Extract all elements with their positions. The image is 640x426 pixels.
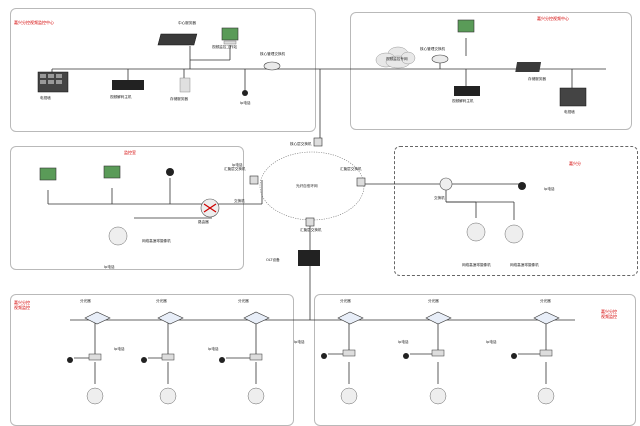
ip-phone-icon <box>242 90 248 96</box>
bottom-camera-4-icon <box>340 387 358 405</box>
bottom-phone-6-icon <box>511 353 517 359</box>
onu-phone-5-label: Ip电话 <box>486 340 497 344</box>
bottom-phone-4-icon <box>321 353 327 359</box>
camera-left-icon <box>108 226 128 246</box>
mgmt-switch-right-label: 核心管理交换机 <box>420 47 446 51</box>
branch-station-title: 嘉兴分 <box>569 161 581 166</box>
splitter-3-icon <box>243 311 270 325</box>
router-right-label: 交换机 <box>434 196 445 200</box>
splitter-5-label: 分光器 <box>428 299 439 303</box>
central-server-icon <box>157 33 198 46</box>
ring-right-label: 汇聚层交换机 <box>340 167 362 171</box>
bottom-phone-2-icon <box>141 357 147 363</box>
splitter-2-icon <box>157 311 184 325</box>
video-decode-host-icon <box>112 80 144 90</box>
splitter-5-icon <box>425 311 452 325</box>
branch-station-panel <box>394 146 638 276</box>
bottom-phone-1-icon <box>67 357 73 363</box>
ring-switch-bottom-icon <box>305 217 315 227</box>
core-switch-label: 核心管理交换机 <box>260 52 286 56</box>
cloud-icon <box>375 46 416 69</box>
ring-top-label: 核心层交换机 <box>290 142 312 146</box>
splitter-1-label: 分光器 <box>80 299 91 303</box>
olt-label: OLT设备 <box>266 258 280 262</box>
ring-switch-top-icon <box>313 137 323 147</box>
tv-wall-right-icon <box>559 87 587 107</box>
onu-6-icon <box>539 349 553 357</box>
onu-phone-3-label: Ip电话 <box>294 340 305 344</box>
bottom-camera-1-icon <box>86 387 104 405</box>
ip-phone-right-label: Ip电话 <box>544 187 555 191</box>
splitter-1-icon <box>84 311 111 325</box>
ip-phone-mid-icon <box>166 168 174 176</box>
central-monitoring-panel <box>10 8 316 132</box>
onu-5-icon <box>431 349 445 357</box>
olt-device-icon <box>298 250 320 266</box>
workstation-label: 视频监控工作站 <box>212 45 238 49</box>
storage-right-icon <box>515 62 542 72</box>
onu-phone-4-label: Ip电话 <box>398 340 409 344</box>
bottom-right-area-title: 嘉兴分控 视频监控 <box>601 309 617 319</box>
splitter-6-label: 分光器 <box>540 299 551 303</box>
switch-left-label: 交换机 <box>234 199 245 203</box>
ip-phone-top-label: Ip电话 <box>240 101 251 105</box>
workstation-monitor-right-icon <box>457 19 475 33</box>
decode-host-right-icon <box>454 86 480 96</box>
storage-server-label: 存储服务器 <box>170 97 188 101</box>
cloud-label: 视频监控专网 <box>386 57 408 61</box>
central-monitoring-title: 嘉兴分控视频监控中心 <box>14 20 54 25</box>
bottom-phone-3-icon <box>219 357 225 363</box>
switch-right-icon <box>431 54 449 64</box>
onu-3-icon <box>249 353 263 361</box>
tv-wall-right-label: 电视墙 <box>564 110 575 114</box>
core-switch-icon <box>263 61 281 71</box>
onu-phone-1-label: Ip电话 <box>114 347 125 351</box>
onu-4-icon <box>342 349 356 357</box>
camera-right-b-icon <box>504 224 524 244</box>
bottom-left-area-title: 嘉兴分控 视频监控 <box>14 300 30 310</box>
onu-2-icon <box>161 353 175 361</box>
splitter-2-label: 分光器 <box>156 299 167 303</box>
bottom-camera-3-icon <box>247 387 265 405</box>
ring-left-label: 汇聚层交换机 <box>224 167 246 171</box>
splitter-4-icon <box>337 311 364 325</box>
video-decode-host-label: 视频解码主机 <box>110 95 132 99</box>
camera-left-label: 网络高速球摄像机 <box>142 239 171 243</box>
ring-bottom-label: 汇聚层交换机 <box>300 228 322 232</box>
monitor-left-b-icon <box>103 165 121 179</box>
tv-wall-label: 电视墙 <box>40 96 51 100</box>
onu-phone-2-label: Ip电话 <box>208 347 219 351</box>
splitter-6-icon <box>533 311 560 325</box>
ring-switch-right-icon <box>356 177 366 187</box>
camera-right-b-label: 网络高速球摄像机 <box>510 263 539 267</box>
central-server-label: 中心服务器 <box>178 21 196 25</box>
camera-right-a-icon <box>466 222 486 242</box>
bottom-phone-5-icon <box>403 353 409 359</box>
storage-server-icon <box>179 77 191 93</box>
monitoring-room-title: 监控室 <box>124 150 136 155</box>
remote-center-panel <box>350 12 632 130</box>
camera-right-a-label: 网络高速球摄像机 <box>462 263 491 267</box>
workstation-monitor-icon <box>221 27 239 41</box>
ip-phone-mid-label: Ip电话 <box>232 163 243 167</box>
bottom-camera-6-icon <box>537 387 555 405</box>
router-right-icon <box>439 177 453 191</box>
splitter-4-label: 分光器 <box>340 299 351 303</box>
splitter-3-label: 分光器 <box>238 299 249 303</box>
bottom-camera-5-icon <box>429 387 447 405</box>
bottom-left-area-panel <box>10 294 294 426</box>
ring-center-label: 光纤自愈环网 <box>296 184 318 188</box>
monitor-left-a-icon <box>39 167 57 181</box>
onu-1-icon <box>88 353 102 361</box>
storage-right-label: 存储服务器 <box>528 77 546 81</box>
bottom-camera-2-icon <box>159 387 177 405</box>
bottom-right-area-panel <box>314 294 636 426</box>
ip-phone-right-icon <box>518 182 526 190</box>
decode-right-label: 视频解码主机 <box>452 99 474 103</box>
router-left-label: 路由器 <box>198 220 209 224</box>
ring-switch-left-icon <box>249 175 259 185</box>
ip-phone-bottom-mid-label: Ip电话 <box>104 265 115 269</box>
remote-center-title: 嘉兴分控视频中心 <box>537 16 569 21</box>
